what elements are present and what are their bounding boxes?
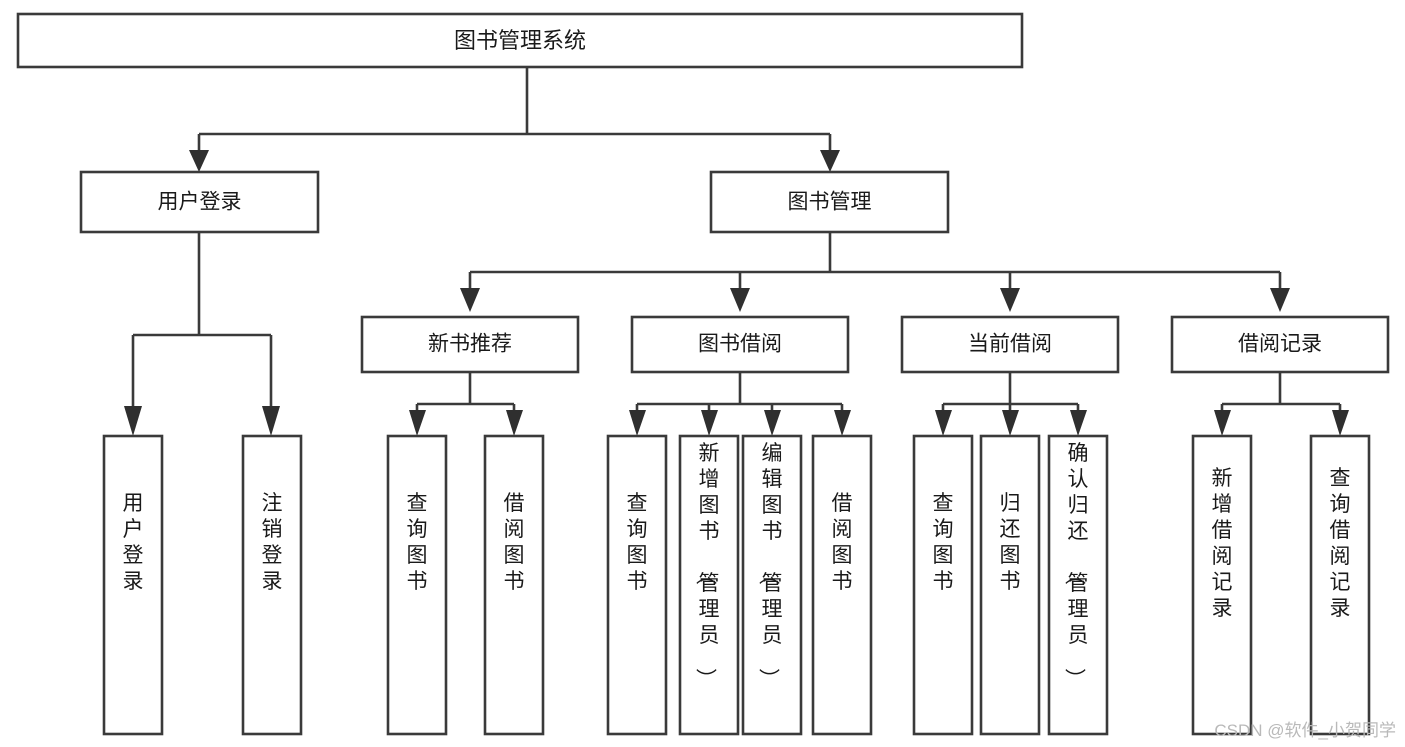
node-leaf-edit-book[interactable]: 编辑图书（管理员）	[741, 434, 803, 736]
node-leaf-query-book-2[interactable]: 查询图书	[606, 434, 668, 736]
node-new-book-rec[interactable]: 新书推荐	[360, 315, 580, 374]
node-current-borrow-label: 当前借阅	[968, 333, 1052, 356]
node-leaf-add-book-label: 新增图书（管理员）	[694, 442, 720, 689]
arrow-icon-leaf-query-book-3	[935, 410, 952, 436]
node-leaf-add-record-box	[1191, 434, 1253, 736]
node-book-borrow[interactable]: 图书借阅	[630, 315, 850, 374]
node-current-borrow-box	[900, 315, 1120, 374]
node-book-borrow-box	[630, 315, 850, 374]
arrow-icon-book-manage	[820, 150, 840, 172]
node-leaf-query-book-2-label: 查询图书	[627, 492, 648, 593]
node-root[interactable]: 图书管理系统	[16, 12, 1024, 69]
node-leaf-user-login[interactable]: 用户登录	[102, 434, 164, 736]
arrow-icon-new-book-rec	[460, 288, 480, 312]
node-leaf-query-book-3[interactable]: 查询图书	[912, 434, 974, 736]
node-leaf-query-book-2-box	[606, 434, 668, 736]
node-leaf-user-login-label: 用户登录	[123, 492, 144, 593]
arrow-icon-leaf-add-book	[701, 410, 718, 436]
node-leaf-borrow-book-2[interactable]: 借阅图书	[811, 434, 873, 736]
node-leaf-query-book-3-label: 查询图书	[933, 492, 954, 593]
node-leaf-borrow-book-2-label: 借阅图书	[832, 492, 853, 593]
arrow-icon-leaf-add-record	[1214, 410, 1231, 436]
node-leaf-user-login-box	[102, 434, 164, 736]
node-leaf-borrow-book-2-box	[811, 434, 873, 736]
arrow-icon-user-login	[189, 150, 209, 172]
arrow-icon-book-borrow	[730, 288, 750, 312]
node-leaf-logout-box	[241, 434, 303, 736]
node-leaf-add-record-label: 新增借阅记录	[1212, 467, 1233, 620]
node-book-manage-box	[709, 170, 950, 234]
node-leaf-add-book[interactable]: 新增图书（管理员）	[678, 434, 740, 736]
node-leaf-confirm-return[interactable]: 确认归还（管理员）	[1047, 434, 1109, 736]
node-leaf-borrow-book-1[interactable]: 借阅图书	[483, 434, 545, 736]
node-leaf-logout[interactable]: 注销登录	[241, 434, 303, 736]
arrow-icon-leaf-edit-book	[764, 410, 781, 436]
node-current-borrow[interactable]: 当前借阅	[900, 315, 1120, 374]
node-root-box	[16, 12, 1024, 69]
arrow-icon-leaf-query-record	[1332, 410, 1349, 436]
node-leaf-confirm-return-box	[1047, 434, 1109, 736]
arrow-icon-leaf-logout	[262, 406, 280, 436]
node-leaf-confirm-return-label: 确认归还（管理员）	[1063, 442, 1089, 689]
node-leaf-borrow-book-1-box	[483, 434, 545, 736]
node-leaf-return-book-box	[979, 434, 1041, 736]
node-borrow-record-label: 借阅记录	[1238, 333, 1322, 356]
arrow-icon-leaf-borrow-book-1	[506, 410, 523, 436]
node-leaf-borrow-book-1-label: 借阅图书	[504, 492, 525, 593]
node-leaf-logout-label: 注销登录	[262, 492, 283, 593]
node-leaf-add-book-box	[678, 434, 740, 736]
arrow-icon-borrow-record	[1270, 288, 1290, 312]
node-user-login-label: 用户登录	[158, 191, 242, 214]
node-new-book-rec-label: 新书推荐	[428, 333, 512, 356]
node-leaf-query-book-1-label: 查询图书	[407, 492, 428, 593]
arrow-icon-leaf-query-book-1	[409, 410, 426, 436]
arrow-icon-leaf-borrow-book-2	[834, 410, 851, 436]
arrow-icon-leaf-return-book	[1002, 410, 1019, 436]
node-leaf-edit-book-box	[741, 434, 803, 736]
watermark-text: CSDN @软件_小贺同学	[1214, 721, 1396, 740]
node-borrow-record-box	[1170, 315, 1390, 374]
arrow-icon-leaf-user-login	[124, 406, 142, 436]
node-user-login-box	[79, 170, 320, 234]
node-leaf-add-record[interactable]: 新增借阅记录	[1191, 434, 1253, 736]
arrow-icon-leaf-confirm-return	[1070, 410, 1087, 436]
node-root-label: 图书管理系统	[454, 28, 586, 53]
node-user-login[interactable]: 用户登录	[79, 170, 320, 234]
node-leaf-return-book-label: 归还图书	[1000, 492, 1021, 593]
node-new-book-rec-box	[360, 315, 580, 374]
node-book-manage[interactable]: 图书管理	[709, 170, 950, 234]
node-book-borrow-label: 图书借阅	[698, 333, 782, 356]
node-leaf-query-book-1-box	[386, 434, 448, 736]
arrow-icon-current-borrow	[1000, 288, 1020, 312]
node-book-manage-label: 图书管理	[788, 191, 872, 214]
node-leaf-query-book-3-box	[912, 434, 974, 736]
node-leaf-query-record-box	[1309, 434, 1371, 736]
arrow-icon-leaf-query-book-2	[629, 410, 646, 436]
node-borrow-record[interactable]: 借阅记录	[1170, 315, 1390, 374]
node-leaf-query-book-1[interactable]: 查询图书	[386, 434, 448, 736]
node-leaf-return-book[interactable]: 归还图书	[979, 434, 1041, 736]
arrowhead-layer	[124, 150, 1349, 436]
node-leaf-query-record[interactable]: 查询借阅记录	[1309, 434, 1371, 736]
node-leaf-edit-book-label: 编辑图书（管理员）	[757, 442, 783, 689]
node-leaf-query-record-label: 查询借阅记录	[1330, 467, 1351, 620]
